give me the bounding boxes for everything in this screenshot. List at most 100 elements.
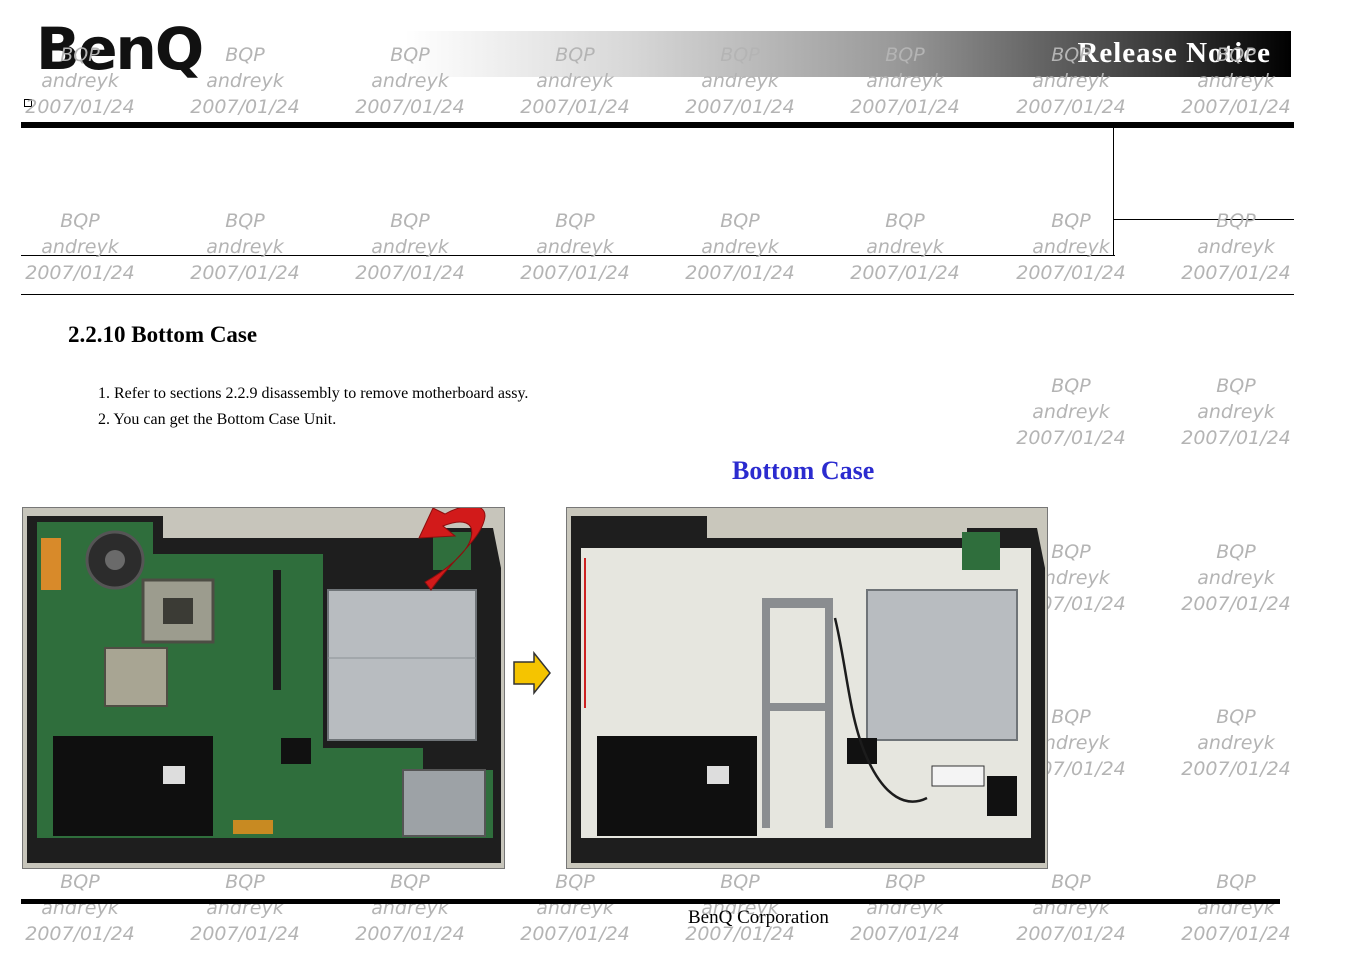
watermark-line1: BQP [1051, 706, 1091, 728]
watermark-line1: BQP [390, 210, 430, 232]
watermark-line2: andreyk [41, 70, 119, 92]
right-arrow-icon [513, 651, 551, 695]
watermark-line1: BQP [1216, 706, 1256, 728]
watermark-line3: 2007/01/24 [190, 923, 300, 945]
watermark-stamp: BQP andreyk 2007/01/24 [350, 42, 470, 120]
watermark-line1: BQP [225, 871, 265, 893]
watermark-line3: 2007/01/24 [190, 96, 300, 118]
table-divider [1113, 127, 1114, 256]
watermark-line3: 2007/01/24 [1016, 262, 1126, 284]
watermark-stamp: BQP andreyk 2007/01/24 [1011, 208, 1131, 286]
watermark-line3: 2007/01/24 [520, 923, 630, 945]
watermark-line3: 2007/01/24 [685, 96, 795, 118]
watermark-line1: BQP [1216, 44, 1256, 66]
watermark-line1: BQP [390, 44, 430, 66]
watermark-line2: andreyk [1032, 236, 1110, 258]
watermark-line2: andreyk [536, 70, 614, 92]
watermark-line3: 2007/01/24 [25, 262, 135, 284]
watermark-line2: andreyk [371, 70, 449, 92]
footer-company: BenQ Corporation [688, 907, 829, 928]
watermark-line1: BQP [1051, 44, 1091, 66]
watermark-line1: BQP [60, 210, 100, 232]
watermark-line2: andreyk [1032, 732, 1110, 754]
watermark-line1: BQP [60, 44, 100, 66]
watermark-line3: 2007/01/24 [520, 96, 630, 118]
banner-title: Release Notice [1077, 37, 1271, 69]
watermark-line3: 2007/01/24 [850, 262, 960, 284]
watermark-line2: andreyk [371, 236, 449, 258]
benq-logo: BenQ [36, 15, 204, 83]
table-line [1113, 219, 1294, 220]
watermark-line1: BQP [720, 210, 760, 232]
watermark-line2: andreyk [41, 236, 119, 258]
watermark-line2: andreyk [1032, 70, 1110, 92]
watermark-line3: 2007/01/24 [25, 96, 135, 118]
section-title: 2.2.10 Bottom Case [68, 322, 258, 347]
watermark-stamp: BQP andreyk 2007/01/24 [20, 42, 140, 120]
watermark-line1: BQP [555, 871, 595, 893]
watermark-line1: BQP [225, 44, 265, 66]
watermark-line1: BQP [1051, 541, 1091, 563]
watermark-line1: BQP [1216, 871, 1256, 893]
watermark-line2: andreyk [1032, 401, 1110, 423]
step-1: 1. Refer to sections 2.2.9 disassembly t… [98, 385, 529, 402]
table-line [21, 294, 1294, 295]
watermark-line2: andreyk [536, 236, 614, 258]
watermark-line2: andreyk [701, 70, 779, 92]
watermark-line1: BQP [1051, 210, 1091, 232]
release-notice-banner: Release Notice [405, 31, 1291, 77]
watermark-line2: andreyk [206, 236, 284, 258]
watermark-line1: BQP [720, 44, 760, 66]
watermark-line1: BQP [390, 871, 430, 893]
watermark-stamp: BQP andreyk 2007/01/24 [350, 208, 470, 286]
watermark-line2: andreyk [1032, 567, 1110, 589]
watermark-line3: 2007/01/24 [1181, 758, 1291, 780]
watermark-line3: 2007/01/24 [1016, 427, 1126, 449]
watermark-line3: 2007/01/24 [355, 262, 465, 284]
watermark-line2: andreyk [701, 236, 779, 258]
watermark-line1: BQP [1051, 375, 1091, 397]
watermark-line1: BQP [1216, 541, 1256, 563]
watermark-line3: 2007/01/24 [355, 96, 465, 118]
watermark-line3: 2007/01/24 [190, 262, 300, 284]
watermark-line1: BQP [885, 871, 925, 893]
motherboard-photo [22, 507, 505, 869]
watermark-line2: andreyk [866, 70, 944, 92]
watermark-line2: andreyk [1197, 236, 1275, 258]
watermark-line1: BQP [1216, 210, 1256, 232]
watermark-line1: BQP [1051, 871, 1091, 893]
step-2: 2. You can get the Bottom Case Unit. [98, 411, 337, 428]
watermark-line1: BQP [1216, 375, 1256, 397]
watermark-line2: andreyk [1197, 70, 1275, 92]
bottom-case-photo [566, 507, 1048, 869]
watermark-line1: BQP [225, 210, 265, 232]
header-rule [21, 122, 1294, 128]
footer-rule [21, 899, 1280, 904]
watermark-line2: andreyk [1197, 401, 1275, 423]
watermark-stamp: BQP andreyk 2007/01/24 [1011, 373, 1131, 451]
watermark-line3: 2007/01/24 [850, 96, 960, 118]
watermark-line3: 2007/01/24 [1181, 923, 1291, 945]
watermark-stamp: BQP andreyk 2007/01/24 [20, 208, 140, 286]
watermark-line3: 2007/01/24 [1016, 96, 1126, 118]
watermark-line1: BQP [555, 210, 595, 232]
watermark-stamp: BQP andreyk 2007/01/24 [1011, 42, 1131, 120]
watermark-stamp: BQP andreyk 2007/01/24 [185, 208, 305, 286]
table-line [21, 255, 1115, 256]
watermark-line3: 2007/01/24 [1016, 923, 1126, 945]
watermark-line3: 2007/01/24 [685, 262, 795, 284]
